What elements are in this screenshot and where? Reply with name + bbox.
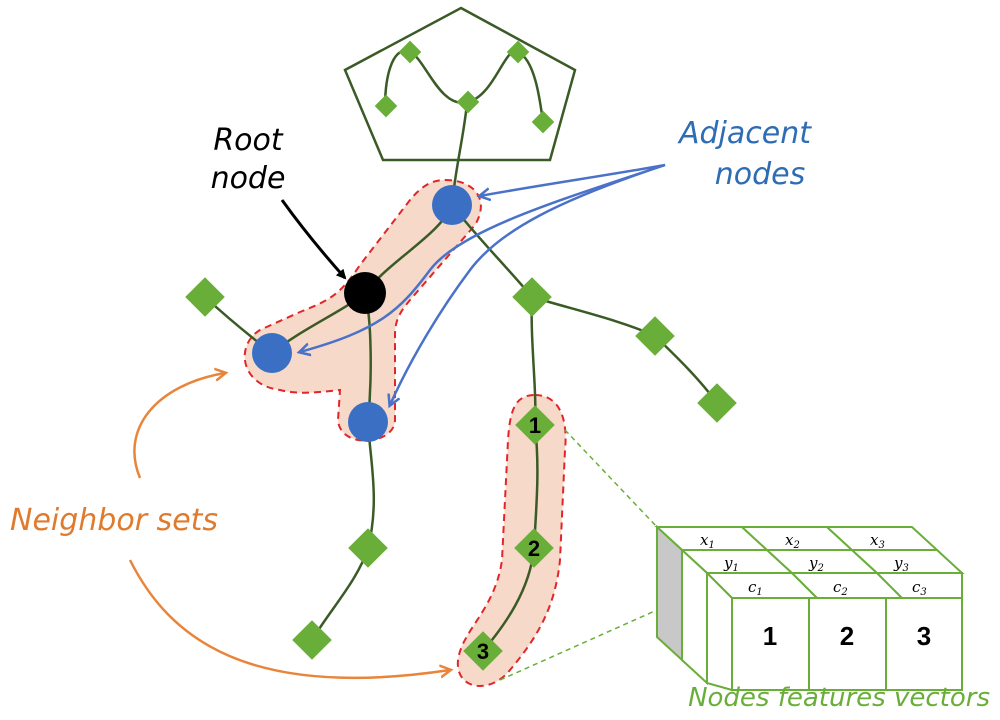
path-number-3: 3 (477, 639, 489, 664)
svg-text:c3: c3 (912, 578, 927, 598)
feature-side-y (681, 547, 708, 686)
green-node-hip (512, 277, 552, 317)
svg-text:y2: y2 (808, 554, 824, 574)
feature-front-label-1: 1 (763, 621, 777, 651)
root-node-label-line1: Root (213, 123, 284, 158)
svg-text:y3: y3 (893, 554, 909, 574)
green-node-path-3 (463, 631, 503, 671)
svg-text:c2: c2 (833, 578, 848, 598)
root-node (344, 272, 386, 314)
root-node-label-line2: node (211, 161, 286, 196)
path-number-2: 2 (528, 536, 540, 561)
svg-text:y1: y1 (723, 554, 739, 574)
neighbor-set-path (456, 393, 567, 687)
feature-table-labels: x1 x2 x3 y1 y2 y3 c1 c2 c3 1 2 3 (700, 531, 931, 651)
green-node-left-hand (185, 277, 225, 317)
green-node-left-knee (348, 528, 388, 568)
green-node-right-hand (697, 383, 737, 423)
feature-side-x (656, 524, 683, 663)
green-node-head-right (531, 110, 555, 134)
adjacent-nodes (252, 185, 472, 442)
feature-front-2 (808, 597, 887, 691)
head-pentagon (343, 6, 577, 162)
svg-text:c1: c1 (748, 578, 763, 598)
adjacent-arrows (300, 163, 666, 405)
svg-text:x2: x2 (785, 531, 800, 551)
root-arrow (280, 199, 347, 280)
adjacent-node-shoulder (252, 333, 292, 373)
path-number-1: 1 (529, 413, 541, 438)
green-node-head-left (374, 94, 398, 118)
green-node-path-2 (514, 528, 554, 568)
feature-table (654, 524, 965, 692)
adjacent-node-neck (432, 185, 472, 225)
neighbor-sets-label: Neighbor sets (10, 503, 218, 538)
graph-green-nodes (185, 40, 737, 671)
svg-text:x3: x3 (870, 531, 885, 551)
feature-front-label-3: 3 (917, 621, 931, 651)
adjacent-nodes-label-line1: Adjacent (677, 116, 812, 151)
svg-text:x1: x1 (700, 531, 715, 551)
table-connectors (499, 429, 658, 681)
features-caption: Nodes features vectors (688, 683, 990, 713)
feature-front-3 (885, 597, 963, 691)
green-node-right-elbow (635, 316, 675, 356)
green-node-left-foot (292, 620, 332, 660)
feature-front-label-2: 2 (840, 621, 854, 651)
path-numbers: 1 2 3 (477, 413, 541, 664)
green-node-path-1 (515, 405, 555, 445)
neighbor-arrows (128, 373, 450, 680)
adjacent-nodes-label-line2: nodes (715, 157, 806, 192)
adjacent-node-torso (348, 402, 388, 442)
green-node-head-center (456, 90, 480, 114)
feature-front-1 (731, 597, 810, 691)
